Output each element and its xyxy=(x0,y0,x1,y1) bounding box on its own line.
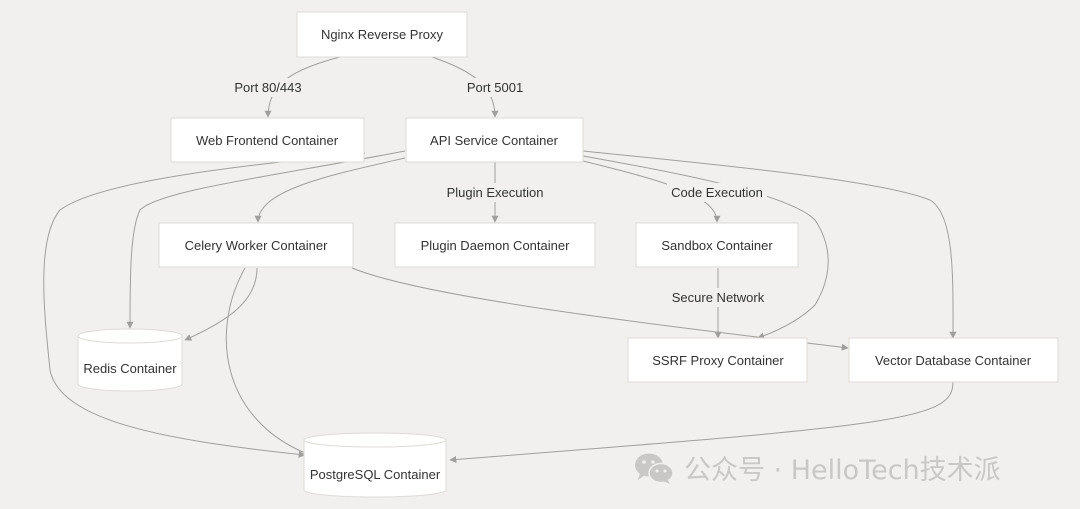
node-label-api-service: API Service Container xyxy=(430,133,559,148)
edge-labels: Port 80/443 Port 5001 Plugin Execution C… xyxy=(229,78,769,307)
node-nginx: Nginx Reverse Proxy xyxy=(296,11,468,58)
wechat-logo-icon xyxy=(635,453,674,484)
node-label-ssrf-proxy: SSRF Proxy Container xyxy=(652,353,784,368)
node-vector-database: Vector Database Container xyxy=(848,337,1059,383)
edge-celery-to-postgres xyxy=(225,267,311,456)
edge-label-port-api: Port 5001 xyxy=(467,80,523,95)
edge-api-to-vector xyxy=(582,150,957,339)
node-web-frontend: Web Frontend Container xyxy=(170,117,365,163)
node-api-service: API Service Container xyxy=(405,117,584,163)
edge-label-port-web: Port 80/443 xyxy=(234,80,301,95)
watermark-text: 公众号 · HelloTech技术派 xyxy=(684,455,1001,486)
node-redis: Redis Container xyxy=(77,328,183,392)
node-label-redis: Redis Container xyxy=(83,361,177,376)
edge-api-to-ssrf xyxy=(582,155,829,340)
edge-celery-to-vector xyxy=(351,267,849,351)
edge-label-code-execution: Code Execution xyxy=(671,185,763,200)
node-label-nginx: Nginx Reverse Proxy xyxy=(321,27,444,42)
watermark: 公众号 · HelloTech技术派 xyxy=(632,448,1001,487)
node-label-vector-database: Vector Database Container xyxy=(875,353,1032,368)
node-postgresql: PostgreSQL Container xyxy=(303,432,447,498)
node-plugin-daemon: Plugin Daemon Container xyxy=(394,222,596,268)
edge-api-to-celery xyxy=(254,157,406,223)
node-ssrf-proxy: SSRF Proxy Container xyxy=(627,337,808,383)
node-label-postgresql: PostgreSQL Container xyxy=(310,467,441,482)
node-label-celery-worker: Celery Worker Container xyxy=(185,238,328,253)
node-sandbox: Sandbox Container xyxy=(635,222,799,268)
edge-label-plugin-execution: Plugin Execution xyxy=(447,185,544,200)
edge-api-to-redis xyxy=(126,150,406,329)
node-label-sandbox: Sandbox Container xyxy=(661,238,773,253)
edge-celery-to-redis xyxy=(184,267,258,341)
edge-vector-to-postgres xyxy=(449,381,954,464)
edge-label-secure-network: Secure Network xyxy=(672,290,765,305)
node-label-plugin-daemon: Plugin Daemon Container xyxy=(421,238,571,253)
edge-web-to-postgres xyxy=(43,152,366,458)
node-label-web-frontend: Web Frontend Container xyxy=(196,133,339,148)
node-celery-worker: Celery Worker Container xyxy=(158,222,354,268)
